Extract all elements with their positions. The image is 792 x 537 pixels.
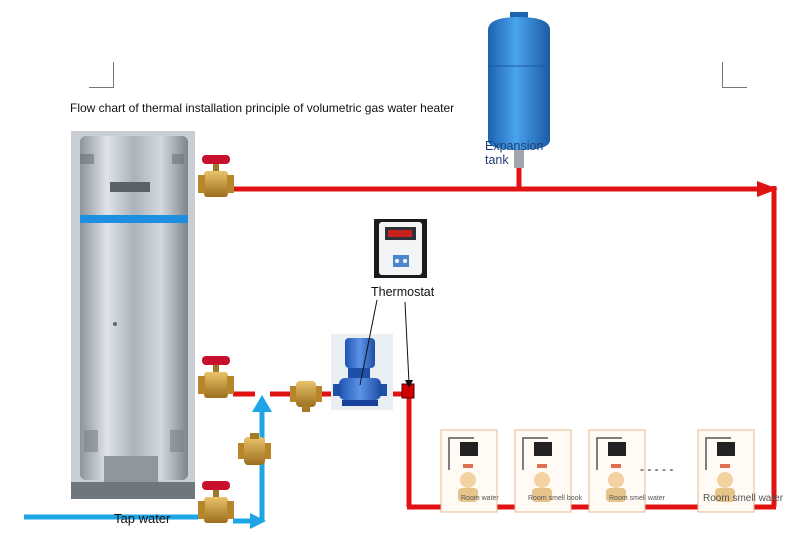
gas-water-heater [71, 131, 195, 499]
room-fixture [588, 429, 646, 513]
gate-valve-icon [198, 155, 234, 197]
sensor-arrow-icon [405, 380, 413, 388]
expansion-tank-icon [488, 12, 550, 168]
expansion-tank-label: Expansion tank [485, 139, 543, 167]
check-valve-icon [290, 381, 322, 412]
room-fixture [514, 429, 572, 513]
diagram-title: Flow chart of thermal installation princ… [70, 101, 455, 115]
room-label: Room water [461, 495, 499, 502]
gate-valve-icon [198, 481, 234, 523]
thermostat-label: Thermostat [371, 285, 435, 299]
thermostat-controller-icon [374, 219, 427, 278]
room-fixture [440, 429, 498, 513]
page-corner-mark-right [722, 62, 747, 88]
room-fixture [697, 429, 755, 513]
cold-flow-arrow-icon [252, 395, 272, 412]
tee-junction [401, 383, 415, 399]
page-corner-mark-left [89, 62, 114, 88]
expansion-tank-label-line2: tank [485, 153, 509, 167]
hot-flow-arrow-icon [757, 181, 778, 197]
cold-flow-arrow-icon [250, 513, 266, 529]
room-label: Room smell water [609, 495, 666, 502]
thermostat-wire [404, 301, 410, 384]
gate-valve-icon [198, 356, 234, 398]
check-valve-icon [238, 433, 271, 465]
circulation-pump-icon [331, 334, 393, 410]
ellipsis-label: - - - - - [640, 462, 673, 476]
room-label: Room smell water [703, 493, 784, 504]
hot-water-pipes [233, 168, 777, 510]
tap-water-label: Tap water [114, 511, 171, 526]
expansion-tank-label-line1: Expansion [485, 139, 544, 153]
room-label: Room smell book [528, 495, 583, 502]
thermostat-wire [359, 299, 378, 386]
